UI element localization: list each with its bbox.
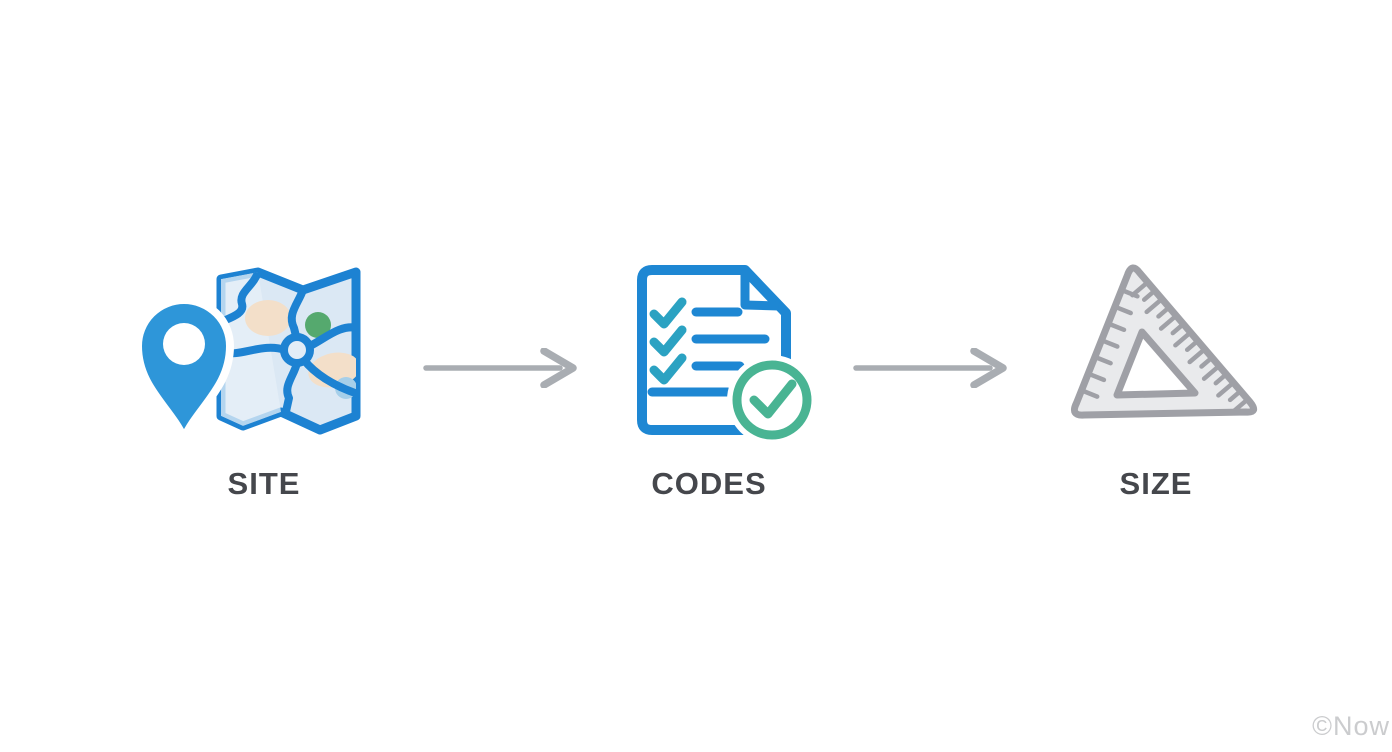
- check-marks: [649, 297, 687, 385]
- inner-hole: [1113, 328, 1199, 399]
- pin-hole: [163, 323, 205, 365]
- folded-corner: [740, 272, 780, 311]
- map-roundabout: [280, 333, 314, 367]
- codes-label: CODES: [651, 466, 767, 501]
- arrow-right-icon: [423, 347, 577, 389]
- arrow-right-icon: [853, 347, 1007, 389]
- checklist-document-icon: [637, 265, 817, 445]
- ruler-ticks: [1081, 281, 1248, 415]
- step-size: [1065, 256, 1265, 434]
- triangle-ruler-icon: [1071, 264, 1258, 419]
- map-location-icon: [134, 267, 361, 442]
- map-park-dot: [305, 312, 331, 338]
- connector-2: [850, 347, 1010, 389]
- map: [216, 267, 361, 435]
- step-site: [134, 246, 396, 458]
- step-codes: [630, 258, 830, 450]
- site-label: SITE: [227, 466, 301, 501]
- watermark: ©Now: [1312, 711, 1390, 741]
- check-circle: [727, 355, 817, 445]
- size-label: SIZE: [1119, 466, 1193, 501]
- connector-1: [420, 347, 580, 389]
- map-area-peach-1: [245, 300, 291, 336]
- location-pin: [134, 296, 234, 442]
- list-lines: [647, 307, 770, 397]
- set-square: [1071, 264, 1258, 419]
- map-roads: [221, 272, 356, 420]
